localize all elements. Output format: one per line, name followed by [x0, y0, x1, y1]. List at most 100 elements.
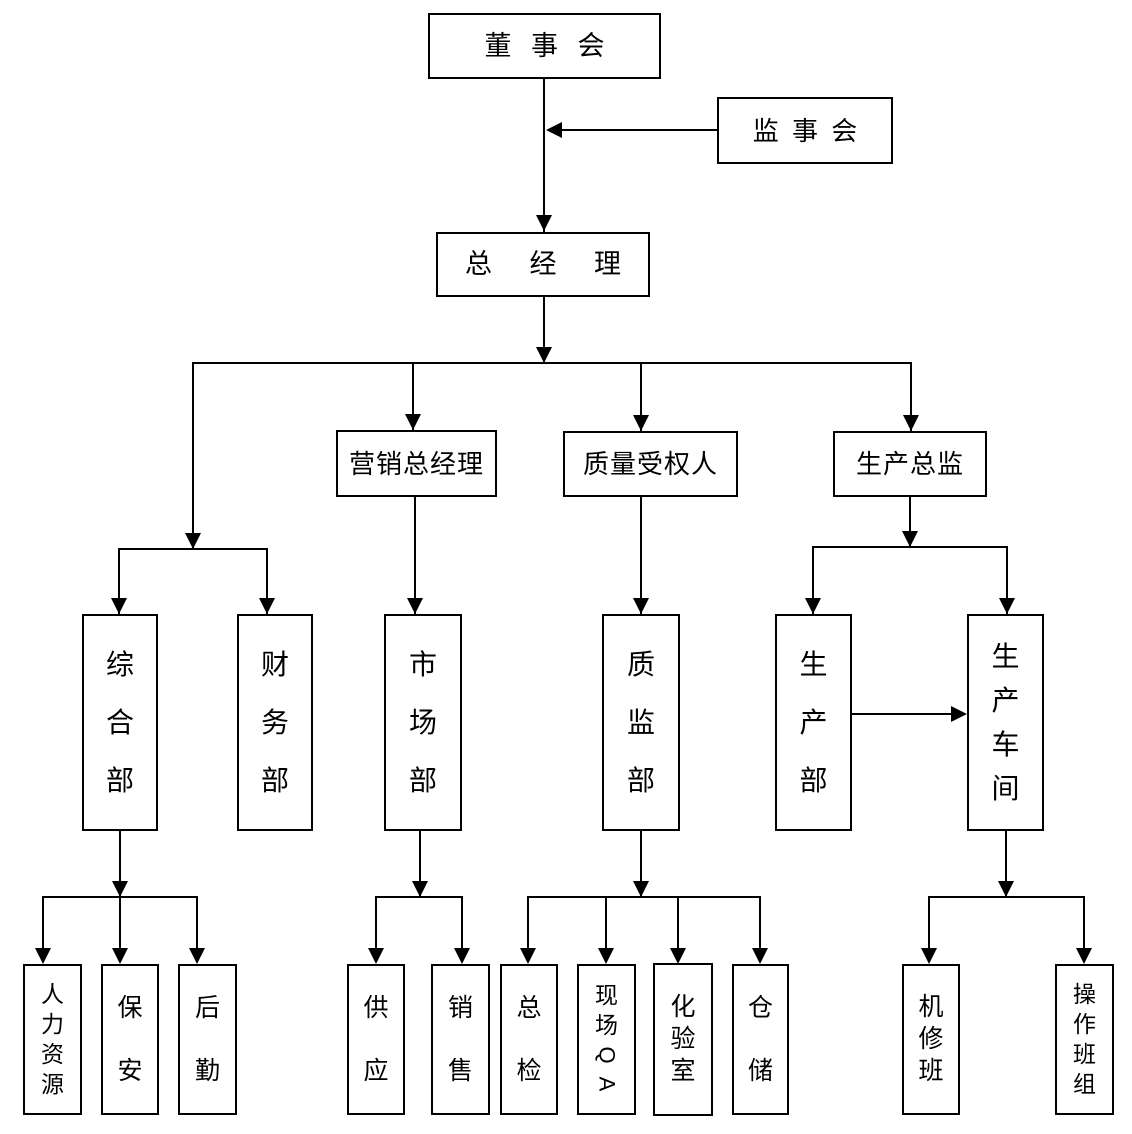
arrowhead-down — [407, 598, 423, 614]
node-supply-label: 供应 — [363, 993, 389, 1085]
connector-line — [1083, 896, 1085, 952]
node-finance-dept-label: 财务部 — [260, 648, 289, 796]
node-market-dept-label: 市场部 — [408, 648, 437, 796]
node-supply: 供应 — [347, 964, 405, 1115]
arrowhead-down — [259, 598, 275, 614]
node-warehouse-label: 仓储 — [747, 993, 773, 1085]
connector-line — [640, 831, 642, 897]
node-general-manager-label: 总 经 理 — [464, 249, 636, 279]
connector-line — [412, 362, 414, 430]
node-marketing-gm-label: 营销总经理 — [348, 448, 484, 479]
connector-line — [375, 896, 463, 898]
arrowhead-right — [951, 706, 967, 722]
connector-line — [928, 896, 1085, 898]
connector-line — [677, 896, 679, 952]
arrowhead-down — [454, 948, 470, 964]
node-board-label: 董 事 会 — [484, 30, 611, 61]
connector-line — [543, 79, 545, 232]
node-machine-repair-team-label: 机修班 — [918, 993, 944, 1085]
arrowhead-down — [633, 598, 649, 614]
node-production-dept: 生产部 — [775, 614, 852, 831]
node-chief-inspection: 总检 — [500, 964, 558, 1115]
node-market-dept: 市场部 — [384, 614, 462, 831]
connector-line — [909, 497, 911, 547]
node-hr-label: 人力资源 — [41, 981, 64, 1097]
arrowhead-down — [598, 948, 614, 964]
connector-line — [640, 362, 642, 431]
node-quality-dept: 质监部 — [602, 614, 680, 831]
arrowhead-down — [35, 948, 51, 964]
connector-line — [549, 129, 717, 131]
arrowhead-down — [185, 533, 201, 549]
arrowhead-down — [670, 948, 686, 964]
arrowhead-down — [189, 948, 205, 964]
connector-line — [812, 546, 814, 614]
connector-line — [42, 896, 44, 952]
node-logistics-label: 后勤 — [194, 993, 220, 1085]
arrowhead-down — [998, 881, 1014, 897]
node-quality-dept-label: 质监部 — [626, 648, 655, 796]
node-marketing-gm: 营销总经理 — [336, 430, 497, 497]
node-sales: 销售 — [431, 964, 490, 1115]
node-security: 保安 — [101, 964, 159, 1115]
arrowhead-down — [902, 531, 918, 547]
arrowhead-down — [111, 598, 127, 614]
connector-line — [1006, 546, 1008, 614]
node-finance-dept: 财务部 — [237, 614, 313, 831]
connector-line — [192, 362, 194, 549]
node-machine-repair-team: 机修班 — [902, 964, 960, 1115]
connector-line — [266, 548, 268, 614]
connector-line — [928, 896, 930, 952]
node-logistics: 后勤 — [178, 964, 237, 1115]
arrowhead-down — [412, 881, 428, 897]
arrowhead-down — [405, 414, 421, 430]
connector-line — [118, 548, 120, 614]
arrowhead-down — [112, 881, 128, 897]
connector-line — [543, 297, 545, 364]
connector-line — [196, 896, 198, 952]
connector-line — [419, 831, 421, 897]
connector-line — [414, 497, 416, 614]
arrowhead-down — [536, 215, 552, 231]
connector-line — [119, 896, 121, 952]
node-sales-label: 销售 — [447, 993, 473, 1085]
node-hr: 人力资源 — [23, 964, 82, 1115]
arrowhead-down — [1076, 948, 1092, 964]
node-lab-label: 化验室 — [670, 993, 696, 1085]
node-quality-authorized-person-label: 质量受权人 — [582, 449, 718, 479]
node-general-dept: 综合部 — [82, 614, 158, 831]
node-production-director: 生产总监 — [833, 431, 987, 497]
connector-line — [118, 548, 268, 550]
node-chief-inspection-label: 总检 — [516, 993, 542, 1085]
arrowhead-down — [999, 598, 1015, 614]
node-security-label: 保安 — [117, 993, 143, 1085]
arrowhead-down — [921, 948, 937, 964]
connector-line — [119, 831, 121, 897]
node-production-director-label: 生产总监 — [855, 449, 964, 479]
node-general-dept-label: 综合部 — [105, 648, 134, 796]
node-production-dept-label: 生产部 — [799, 648, 828, 796]
connector-line — [640, 497, 642, 614]
connector-line — [375, 896, 377, 952]
node-warehouse: 仓储 — [732, 964, 789, 1115]
connector-line — [852, 713, 952, 715]
connector-line — [1005, 831, 1007, 897]
arrowhead-down — [368, 948, 384, 964]
node-board: 董 事 会 — [428, 13, 661, 79]
connector-line — [759, 896, 761, 952]
connector-line — [527, 896, 761, 898]
node-lab: 化验室 — [653, 963, 713, 1116]
arrowhead-left — [546, 122, 562, 138]
arrowhead-down — [112, 948, 128, 964]
node-supervisory-label: 监 事 会 — [752, 115, 861, 146]
node-operation-team: 操作班组 — [1055, 964, 1114, 1115]
arrowhead-down — [633, 881, 649, 897]
arrowhead-down — [903, 415, 919, 431]
node-supervisory: 监 事 会 — [717, 97, 893, 164]
arrowhead-down — [805, 598, 821, 614]
arrowhead-down — [536, 347, 552, 363]
connector-line — [605, 896, 607, 952]
